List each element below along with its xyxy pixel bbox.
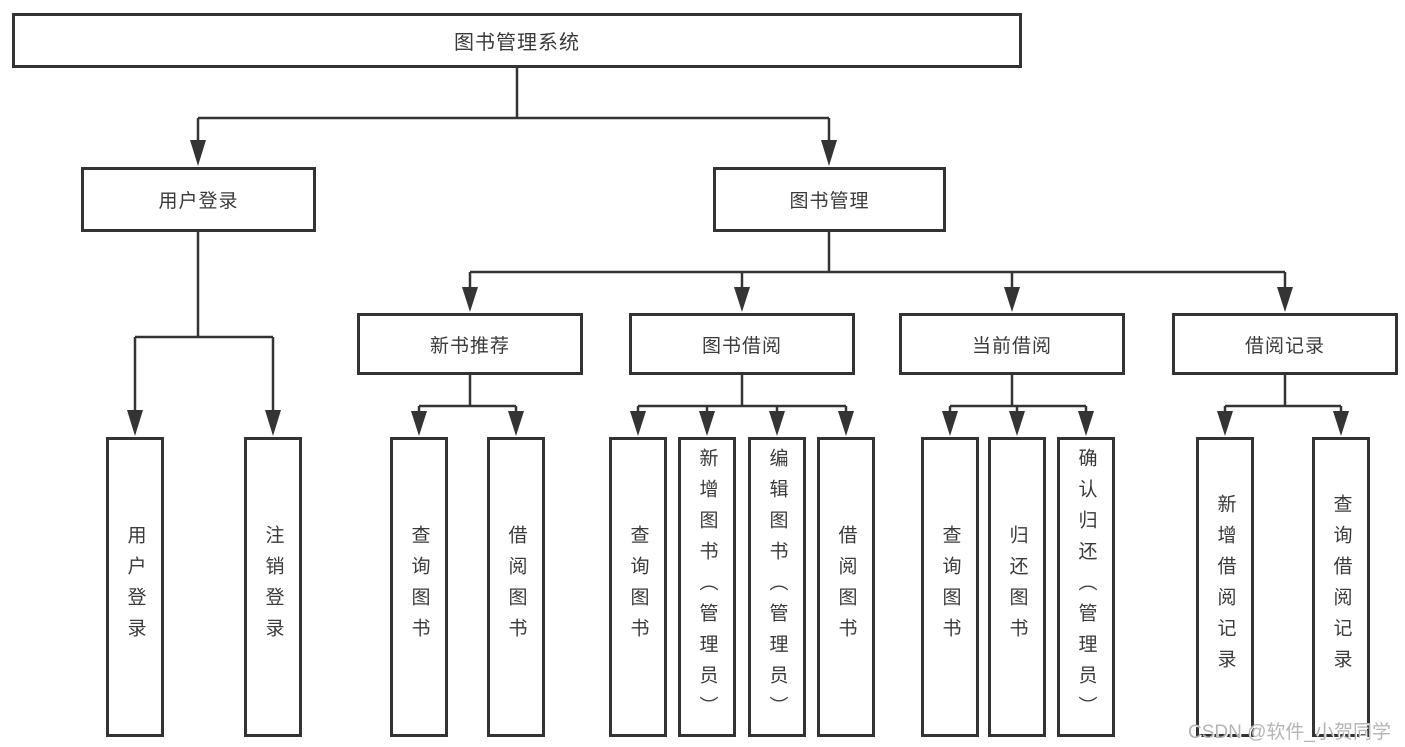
leaf-return-book-label: 归还图书	[1006, 525, 1028, 649]
borrow-records-label: 借阅记录	[1244, 335, 1325, 357]
leaf-borrow-books: 借阅图书	[817, 437, 875, 737]
new-book-recommend-label: 新书推荐	[429, 335, 510, 357]
book-borrow-label: 图书借阅	[701, 335, 782, 357]
leaf-query-books-current: 查询图书	[921, 437, 979, 737]
root-label: 图书管理系统	[454, 32, 580, 54]
leaf-add-book-admin: 新增图书（管理员）	[678, 437, 736, 737]
leaf-user-login: 用户登录	[106, 437, 164, 737]
node-borrow-records: 借阅记录	[1172, 313, 1398, 375]
leaf-query-books-recommend: 查询图书	[390, 437, 448, 737]
leaf-logout-label: 注销登录	[262, 525, 284, 649]
leaf-user-login-label: 用户登录	[124, 525, 146, 649]
leaf-confirm-return-admin: 确认归还（管理员）	[1057, 437, 1115, 737]
leaf-query-books-borrow: 查询图书	[609, 437, 667, 737]
node-user-login: 用户登录	[81, 167, 316, 232]
leaf-query-borrow-record-label: 查询借阅记录	[1330, 494, 1352, 680]
node-book-management: 图书管理	[713, 167, 946, 232]
leaf-return-book: 归还图书	[988, 437, 1046, 737]
leaf-query-books-recommend-label: 查询图书	[408, 525, 430, 649]
leaf-edit-book-admin: 编辑图书（管理员）	[748, 437, 806, 737]
leaf-query-books-borrow-label: 查询图书	[627, 525, 649, 649]
current-borrow-label: 当前借阅	[971, 335, 1052, 357]
leaf-borrow-books-recommend-label: 借阅图书	[505, 525, 527, 649]
leaf-add-borrow-record-label: 新增借阅记录	[1214, 494, 1236, 680]
leaf-edit-book-admin-label: 编辑图书（管理员）	[766, 447, 788, 727]
leaf-borrow-books-label: 借阅图书	[835, 525, 857, 649]
leaf-query-books-current-label: 查询图书	[939, 525, 961, 649]
node-current-borrow: 当前借阅	[899, 313, 1125, 375]
leaf-query-borrow-record: 查询借阅记录	[1312, 437, 1370, 737]
user-login-label: 用户登录	[158, 191, 239, 212]
node-root: 图书管理系统	[12, 13, 1022, 68]
leaf-borrow-books-recommend: 借阅图书	[487, 437, 545, 737]
leaf-add-book-admin-label: 新增图书（管理员）	[696, 447, 718, 727]
node-book-borrow: 图书借阅	[629, 313, 855, 375]
leaf-add-borrow-record: 新增借阅记录	[1196, 437, 1254, 737]
node-new-book-recommend: 新书推荐	[357, 313, 583, 375]
book-management-label: 图书管理	[789, 191, 870, 212]
watermark: CSDN @软件_小贺同学	[1188, 722, 1391, 743]
leaf-confirm-return-admin-label: 确认归还（管理员）	[1075, 447, 1097, 727]
leaf-logout: 注销登录	[244, 437, 302, 737]
